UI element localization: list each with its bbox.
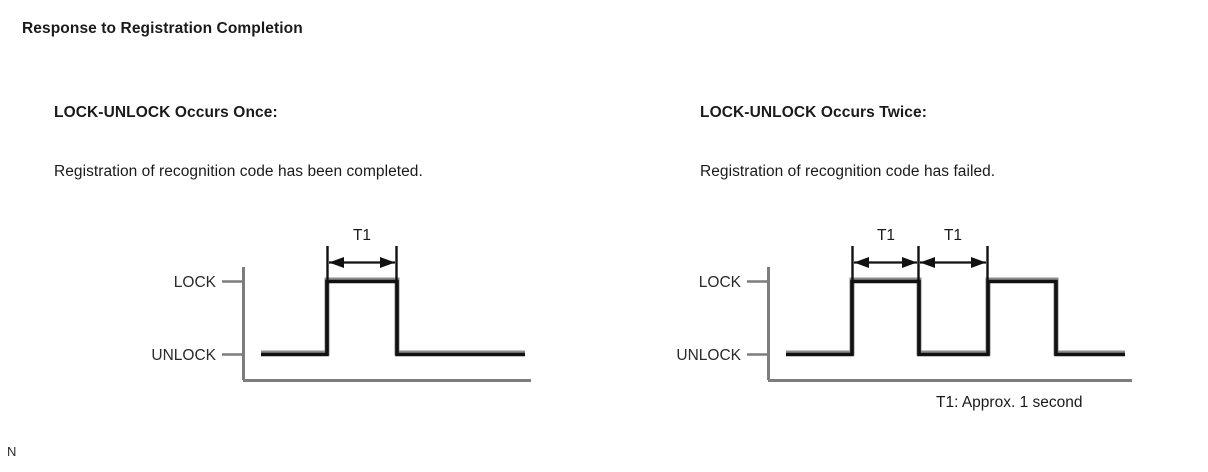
arrowhead-left-twice-a [854,257,869,268]
panel-lock-unlock-twice: LOCK-UNLOCK Occurs Twice: Registration o… [604,0,1208,472]
panel-lock-unlock-once: LOCK-UNLOCK Occurs Once: Registration of… [54,104,423,180]
arrowhead-right-twice-a [902,257,917,268]
arrowhead-right-once [380,257,395,268]
panel-caption-twice: Registration of recognition code has fai… [700,163,996,180]
axis-label-lock-twice: LOCK [699,274,742,291]
dimension-label-t1-once: T1 [353,227,371,244]
timing-diagram-once: LOCK UNLOCK T1 [151,227,531,382]
waveform-trace-once [261,279,525,357]
axis-label-unlock-twice: UNLOCK [676,347,741,364]
corner-mark: N [7,444,17,459]
waveform-shadow-twice [786,277,1125,356]
panel-heading-twice: LOCK-UNLOCK Occurs Twice: [700,104,927,121]
dimension-label-t1-twice-b: T1 [944,227,962,244]
panel-heading-once: LOCK-UNLOCK Occurs Once: [54,104,278,121]
dimension-label-t1-twice-a: T1 [877,227,895,244]
page-title: Response to Registration Completion [22,20,303,37]
axis-label-lock-once: LOCK [174,274,217,291]
arrowhead-left-twice-b [920,257,935,268]
arrowhead-left-once [329,257,344,268]
footnote-t1-duration: T1: Approx. 1 second [936,394,1083,411]
waveform-shadow-once [261,277,525,356]
waveform-trace-twice [786,279,1125,357]
timing-diagram-twice: LOCK UNLOCK T1 T1 [676,227,1132,382]
axis-label-unlock-once: UNLOCK [151,347,216,364]
arrowhead-right-twice-b [971,257,986,268]
panel-caption-once: Registration of recognition code has bee… [54,163,423,180]
